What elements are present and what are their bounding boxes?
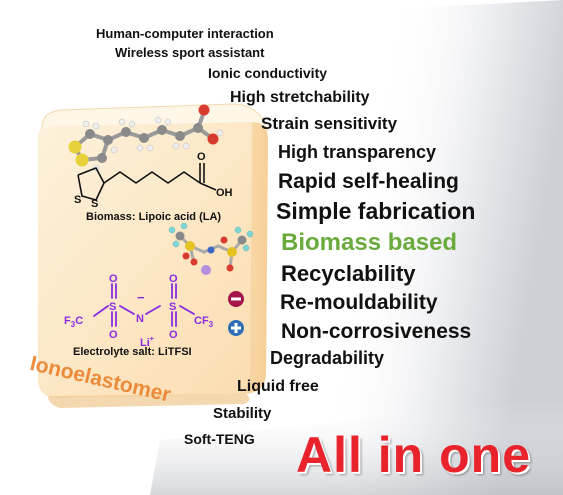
property-degradability: Degradability [270,348,385,368]
property-high-transparency: High transparency [278,142,437,162]
lipoic-acid-structure [77,163,217,201]
cation-icon [228,320,244,336]
litfsi-structure [93,283,195,327]
litfsi-caption: Electrolyte salt: LiTFSI [73,346,192,358]
property-re-mouldability: Re-mouldability [280,291,438,314]
property-biomass-based: Biomass based [281,229,458,256]
property-stability: Stability [213,405,272,422]
all-in-one-slogan: All in one [296,427,531,483]
property-human-computer-interaction: Human-computer interaction [96,26,274,41]
property-recyclability: Recyclability [281,261,416,286]
litfsi-cf3-left: F3C [64,315,83,329]
cube-bottom-shadow [48,394,250,408]
lipoic-acid-o-label: O [197,151,206,163]
litfsi-o-bottom-left: O [109,329,118,341]
litfsi-o-top-left: O [109,273,118,285]
property-simple-fabrication: Simple fabrication [276,198,476,224]
litfsi-o-bottom-right: O [169,329,178,341]
lipoic-acid-3d-model [68,104,224,172]
property-non-corrosiveness: Non-corrosiveness [281,320,472,343]
cube-right-face [232,122,268,395]
litfsi-cf3-right: CF3 [194,315,214,329]
anion-icon [228,291,244,307]
litfsi-n: N [136,313,144,325]
property-wireless-sport-assistant: Wireless sport assistant [115,45,265,60]
property-high-stretchability: High stretchability [230,89,370,106]
litfsi-minus: − [137,290,145,305]
property-strain-sensitivity: Strain sensitivity [261,114,398,133]
litfsi-o-top-right: O [169,273,178,285]
property-ionic-conductivity: Ionic conductivity [208,65,328,81]
property-rapid-self-healing: Rapid self-healing [278,170,459,193]
lipoic-acid-caption: Biomass: Lipoic acid (LA) [86,211,222,223]
property-soft-teng: Soft-TENG [184,431,255,447]
litfsi-li: Li+ [140,336,154,349]
lipoic-acid-s1-label: S [74,194,81,206]
lipoic-acid-oh-label: OH [216,187,233,199]
cube-front-face [37,122,269,398]
litfsi-s-right: S [169,301,176,313]
lipoic-acid-s2-label: S [91,198,98,210]
property-liquid-free: Liquid free [237,378,319,395]
litfsi-3d-model [168,222,254,275]
litfsi-s-left: S [109,301,116,313]
